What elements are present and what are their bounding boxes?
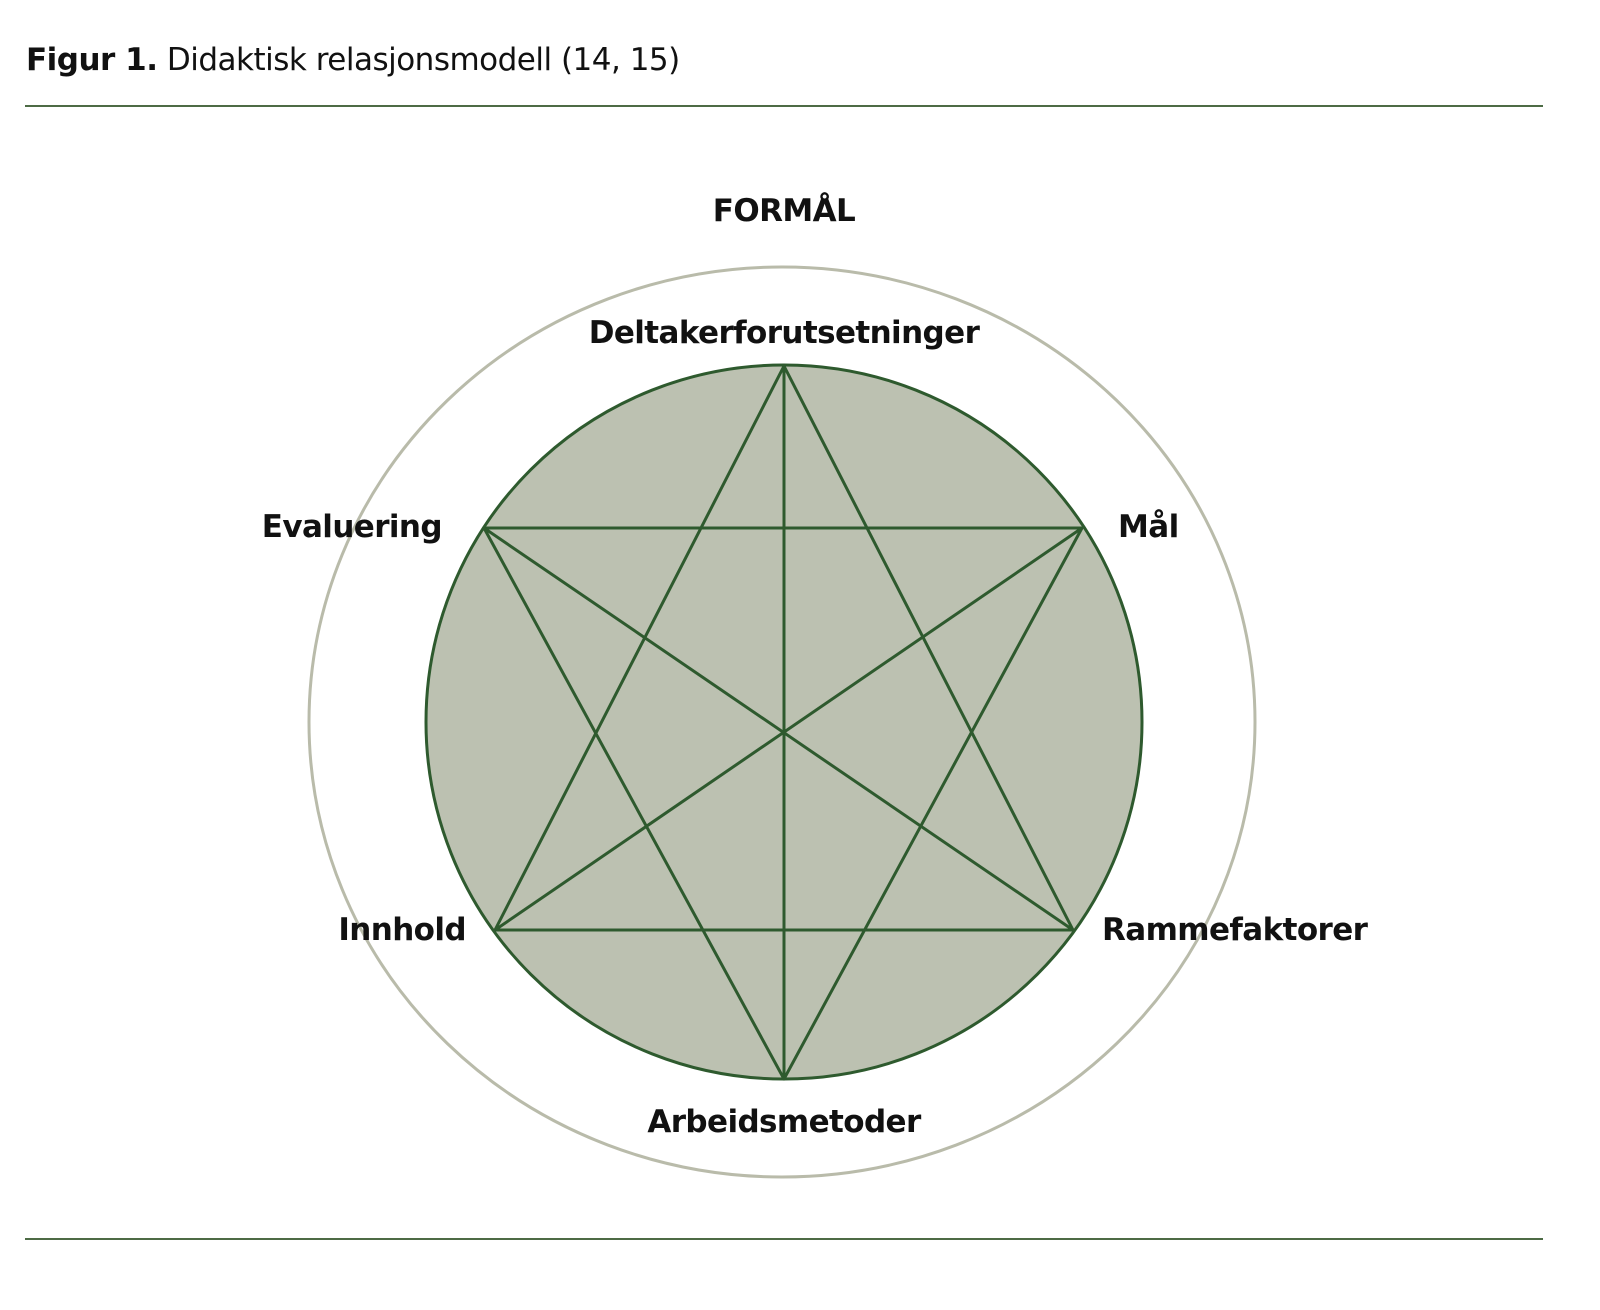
label-deltakerforutsetninger: Deltakerforutsetninger bbox=[589, 315, 981, 351]
label-innhold: Innhold bbox=[338, 912, 466, 948]
bottom-rule bbox=[25, 1238, 1543, 1240]
axis-diagonal-2 bbox=[494, 526, 1083, 932]
figure-title: Figur 1. Didaktisk relasjonsmodell (14, … bbox=[26, 42, 680, 78]
label-mal: Mål bbox=[1118, 509, 1179, 545]
top-rule bbox=[25, 105, 1543, 107]
figure-label: Figur 1. bbox=[26, 42, 158, 78]
label-formal: FORMÅL bbox=[713, 192, 855, 229]
figure-caption: Didaktisk relasjonsmodell (14, 15) bbox=[166, 42, 680, 78]
label-evaluering: Evaluering bbox=[262, 509, 442, 545]
label-arbeidsmetoder: Arbeidsmetoder bbox=[647, 1104, 922, 1140]
axis-diagonal-1 bbox=[483, 526, 1074, 932]
label-rammefaktorer: Rammefaktorer bbox=[1102, 912, 1369, 948]
outer-ring bbox=[307, 265, 1257, 1179]
